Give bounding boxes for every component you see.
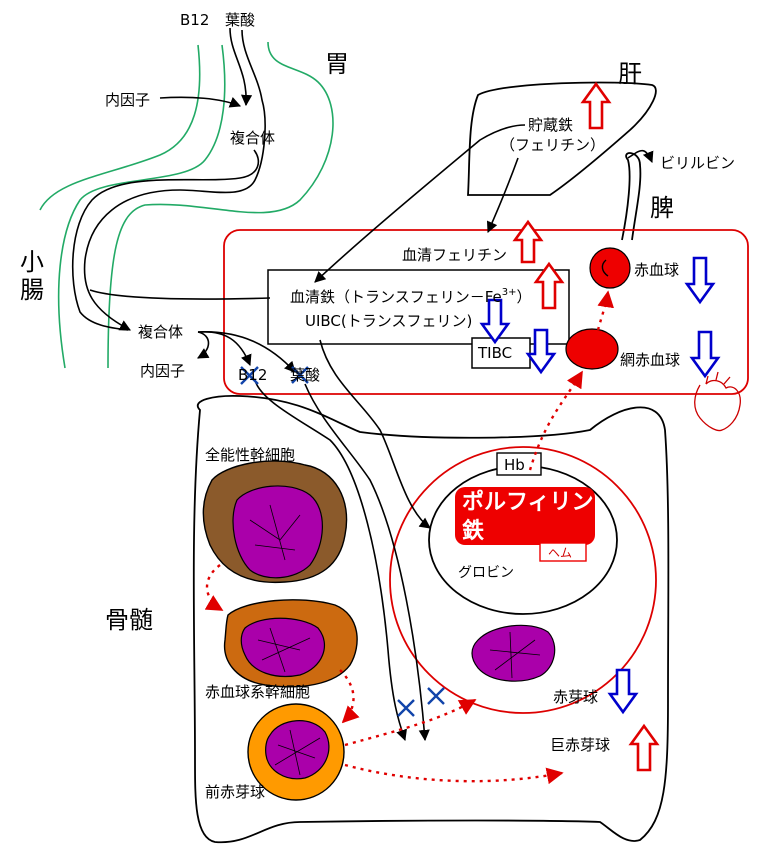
label-spleen: 脾 xyxy=(650,194,674,222)
liver-outline xyxy=(467,81,657,196)
erythroblast-cell-outline xyxy=(389,446,657,714)
maturation-arrows xyxy=(204,290,615,785)
label-proerythroblast: 前赤芽球 xyxy=(205,783,265,801)
arrow-up-icon-serum-ferritin xyxy=(512,219,544,264)
label-porphyrin: ポルフィリン xyxy=(462,489,594,515)
label-b12-top: B12 xyxy=(180,11,209,29)
arrow-up-icon-serum-iron xyxy=(533,261,565,310)
stem-cell xyxy=(202,460,348,584)
label-complex-bottom: 複合体 xyxy=(138,323,183,341)
arrow-down-icon-reticulocyte xyxy=(689,330,721,379)
label-rbc: 赤血球 xyxy=(634,261,679,279)
porphyrin-iron-block xyxy=(455,487,595,545)
label-storage-iron: 貯蔵鉄 xyxy=(528,116,573,134)
label-iron: 鉄 xyxy=(462,518,484,544)
indicator-arrows xyxy=(479,81,721,772)
label-intrinsic-factor-top: 内因子 xyxy=(105,91,150,109)
gi-tract-walls xyxy=(39,41,334,369)
proerythroblast-cell xyxy=(247,703,345,801)
label-stomach: 胃 xyxy=(325,50,349,78)
arrow-up-icon-storage-iron xyxy=(580,81,612,130)
heme-label-box xyxy=(539,542,587,562)
label-intrinsic-factor-bottom: 内因子 xyxy=(140,362,185,380)
label-serum-iron: 血清鉄（トランスフェリン－Fe3+） xyxy=(290,287,532,306)
red-blood-cell-curve xyxy=(601,259,609,277)
pathway-arrows xyxy=(71,27,654,742)
label-serum-ferritin: 血清フェリチン xyxy=(402,246,507,264)
label-reticulocyte: 網赤血球 xyxy=(620,351,680,369)
erythroblast-nucleus xyxy=(471,624,556,682)
arrow-up-icon-megaloblast xyxy=(628,723,660,772)
arrow-down-icon-rbc xyxy=(684,256,716,305)
serum-iron-box xyxy=(267,269,570,345)
spleen-loop xyxy=(621,152,642,241)
tibc-box xyxy=(471,337,531,369)
arrow-down-icon-erythroblast xyxy=(607,668,639,715)
label-liver: 肝 xyxy=(618,60,642,88)
label-globin: グロビン xyxy=(458,565,514,581)
label-bone-marrow: 骨髄 xyxy=(105,606,153,634)
label-bilirubin: ビリルビン xyxy=(660,154,735,172)
label-megaloblast: 巨赤芽球 xyxy=(550,736,610,754)
text-labels: B12 葉酸 胃 内因子 複合体 小 腸 肝 貯蔵鉄 （フェリチン） ビリルビン… xyxy=(20,11,735,801)
label-complex-top: 複合体 xyxy=(230,129,275,147)
label-hb: Hb xyxy=(504,456,525,474)
label-stem-cell: 全能性幹細胞 xyxy=(205,446,295,464)
blood-compartment xyxy=(223,229,749,395)
reticulocyte-cell xyxy=(565,328,619,370)
label-heme: ヘム xyxy=(548,546,572,560)
erythroid-stem-cell xyxy=(223,599,358,688)
bone-marrow-outline xyxy=(192,394,670,844)
label-small-intestine-1: 小 xyxy=(20,248,44,276)
arrow-down-icon-tibc xyxy=(525,328,557,375)
label-uibc: UIBC(トランスフェリン) xyxy=(305,312,472,330)
arrow-down-icon-uibc xyxy=(479,298,511,345)
label-tibc: TIBC xyxy=(477,344,512,362)
cross-mark-icon xyxy=(240,366,445,717)
label-storage-iron-ferritin: （フェリチン） xyxy=(500,136,605,154)
label-small-intestine-2: 腸 xyxy=(20,276,44,304)
label-erythroid-stem: 赤血球系幹細胞 xyxy=(205,683,310,701)
red-blood-cell xyxy=(589,247,631,289)
heart-icon xyxy=(694,371,741,432)
label-folate-top: 葉酸 xyxy=(225,11,255,29)
label-folate-bottom: 葉酸 xyxy=(290,366,320,384)
label-b12-bottom: B12 xyxy=(238,366,267,384)
label-erythroblast: 赤芽球 xyxy=(553,688,598,706)
